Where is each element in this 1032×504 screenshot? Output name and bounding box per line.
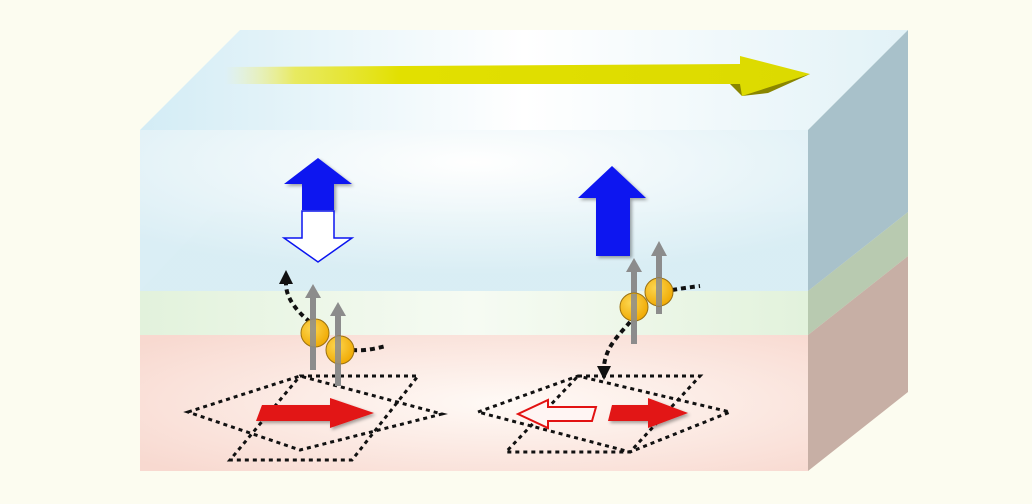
bottom-layer-side-face <box>808 256 908 471</box>
blue-up-arrow-icon-2 <box>578 166 646 256</box>
blue-outline-down-arrow-icon <box>281 210 355 263</box>
right-red-outline-arrow <box>515 398 598 430</box>
current-arrow-body <box>225 56 810 96</box>
right-dotted-trajectory-right <box>671 284 701 292</box>
middle-layer-front-face <box>140 291 808 335</box>
right-trajectory-arrowhead <box>597 366 611 380</box>
left-dotted-parallelogram-2 <box>183 374 448 452</box>
left-red-arrow <box>256 398 374 428</box>
blue-up-arrow-icon <box>284 158 352 210</box>
red-outline-left-arrow-icon <box>515 398 598 430</box>
red-right-arrow-icon-2 <box>608 398 688 428</box>
left-dotted-parallelogram-1 <box>226 374 422 462</box>
middle-layer-side-face <box>808 212 908 335</box>
right-dotted-lattice <box>472 374 735 454</box>
left-dotted-lattice <box>183 374 448 462</box>
left-dotted-trajectory-up <box>284 283 312 324</box>
right-dotted-trajectory-down <box>602 320 632 367</box>
right-electron-pair <box>597 241 701 380</box>
yellow-right-arrow-icon <box>225 56 810 96</box>
red-right-arrow-icon <box>256 398 374 428</box>
left-trajectory-arrowhead <box>279 270 293 284</box>
top-layer-front-face <box>140 130 808 291</box>
top-layer-side-face <box>808 30 908 291</box>
right-red-arrow <box>608 398 688 428</box>
left-blue-up-arrow <box>284 158 352 210</box>
top-layer <box>140 30 908 291</box>
left-blue-outline-down-arrow <box>281 210 355 263</box>
right-blue-up-arrow <box>578 166 646 256</box>
left-dotted-trajectory-right <box>351 344 387 353</box>
bottom-layer-front-face <box>140 335 808 471</box>
left-electron-pair <box>279 270 387 386</box>
